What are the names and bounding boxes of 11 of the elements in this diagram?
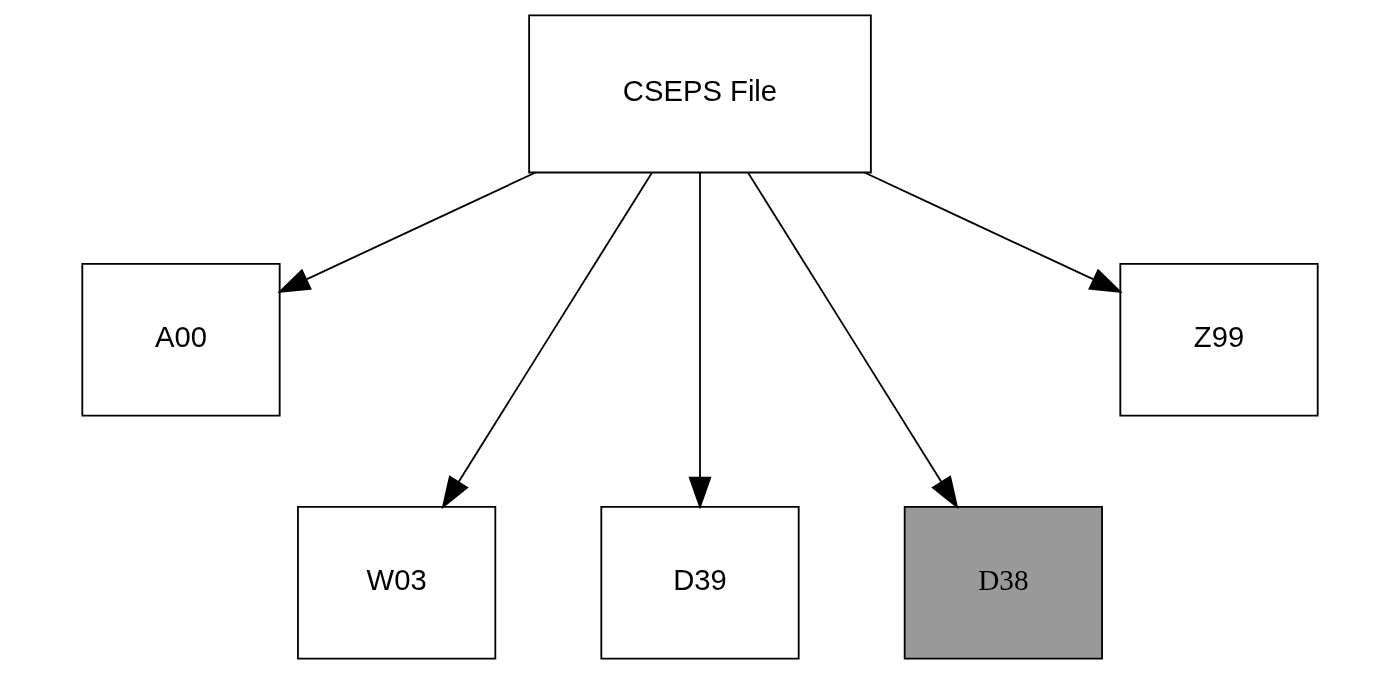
- node-box: D38: [903, 506, 1103, 660]
- arrow: [746, 171, 958, 510]
- node-box: W03: [296, 506, 496, 660]
- node-box: CSEPS File: [527, 14, 872, 174]
- node-box: Z99: [1118, 263, 1319, 417]
- arrow: [441, 171, 653, 510]
- node-box: D39: [599, 506, 800, 660]
- arrow: [276, 171, 536, 294]
- node-box: A00: [80, 263, 281, 417]
- arrow: [688, 171, 711, 510]
- arrow: [863, 171, 1123, 294]
